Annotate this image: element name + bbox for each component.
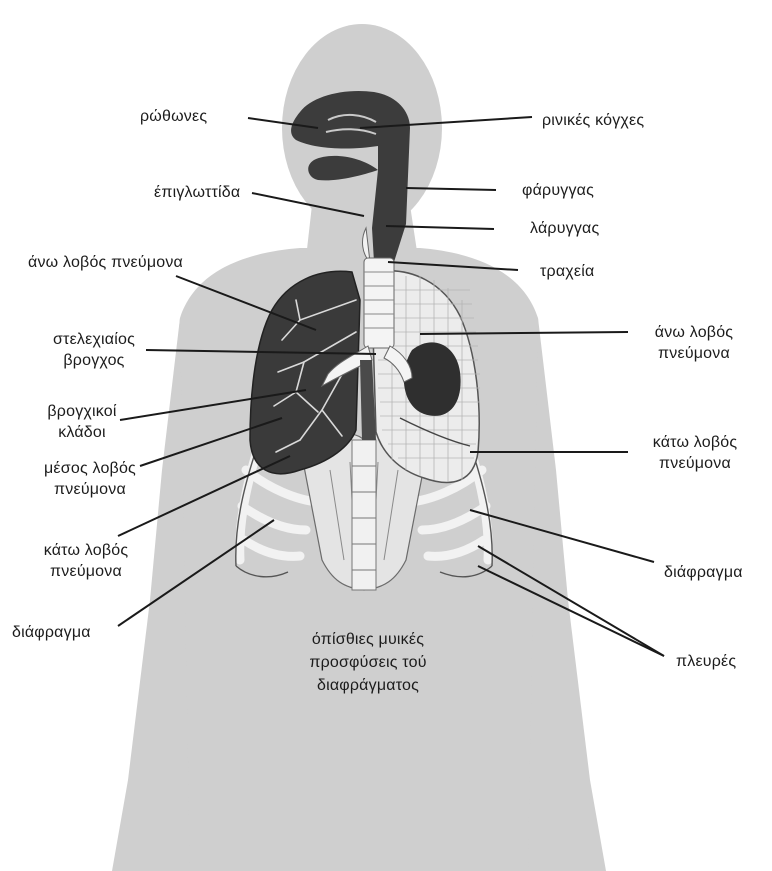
label-nasal-conchae: ρινικές κόγχες [542, 110, 644, 131]
label-upper-lobe-right-line2: πνεύμονα [640, 343, 748, 364]
label-upper-lobe-left: άνω λοβός πνεύμονα [28, 252, 183, 273]
label-lower-lobe-left-line2: πνεύμονα [34, 561, 138, 582]
label-diaphragm-muscle-line2: προσφύσεις τού [278, 651, 458, 674]
label-lower-lobe-right-line2: πνεύμονα [636, 453, 754, 474]
label-middle-lobe-line1: μέσος λοβός [38, 458, 142, 479]
label-diaphragm-muscle-line3: διαφράγματος [278, 674, 458, 697]
label-epiglottis: έπιγλωττίδα [154, 182, 240, 203]
label-lower-lobe-right: κάτω λοβός πνεύμονα [636, 432, 754, 474]
label-diaphragm-muscle-line1: όπίσθιες μυικές [278, 628, 458, 651]
label-lower-lobe-right-line1: κάτω λοβός [636, 432, 754, 453]
label-middle-lobe: μέσος λοβός πνεύμονα [38, 458, 142, 500]
label-lower-lobe-left: κάτω λοβός πνεύμονα [34, 540, 138, 582]
label-trachea: τραχεία [540, 261, 594, 282]
label-main-bronchus-line2: βρογχος [38, 350, 150, 371]
label-diaphragm-right: διάφραγμα [664, 562, 743, 583]
label-lower-lobe-left-line1: κάτω λοβός [34, 540, 138, 561]
label-diaphragm-muscle-attachments: όπίσθιες μυικές προσφύσεις τού διαφράγμα… [278, 628, 458, 697]
label-nostrils: ρώθωνες [140, 106, 207, 127]
label-bronchial-branches-line2: κλάδοι [42, 422, 122, 443]
label-main-bronchus: στελεχιαίος βρογχος [38, 329, 150, 371]
label-main-bronchus-line1: στελεχιαίος [38, 329, 150, 350]
label-bronchial-branches: βρογχικοί κλάδοι [42, 401, 122, 443]
label-upper-lobe-right: άνω λοβός πνεύμονα [640, 322, 748, 364]
label-larynx: λάρυγγας [530, 218, 599, 239]
label-bronchial-branches-line1: βρογχικοί [42, 401, 122, 422]
label-upper-lobe-right-line1: άνω λοβός [640, 322, 748, 343]
label-middle-lobe-line2: πνεύμονα [38, 479, 142, 500]
label-diaphragm-left: διάφραγμα [12, 622, 91, 643]
label-pharynx: φάρυγγας [522, 180, 594, 201]
label-ribs: πλευρές [676, 651, 736, 672]
